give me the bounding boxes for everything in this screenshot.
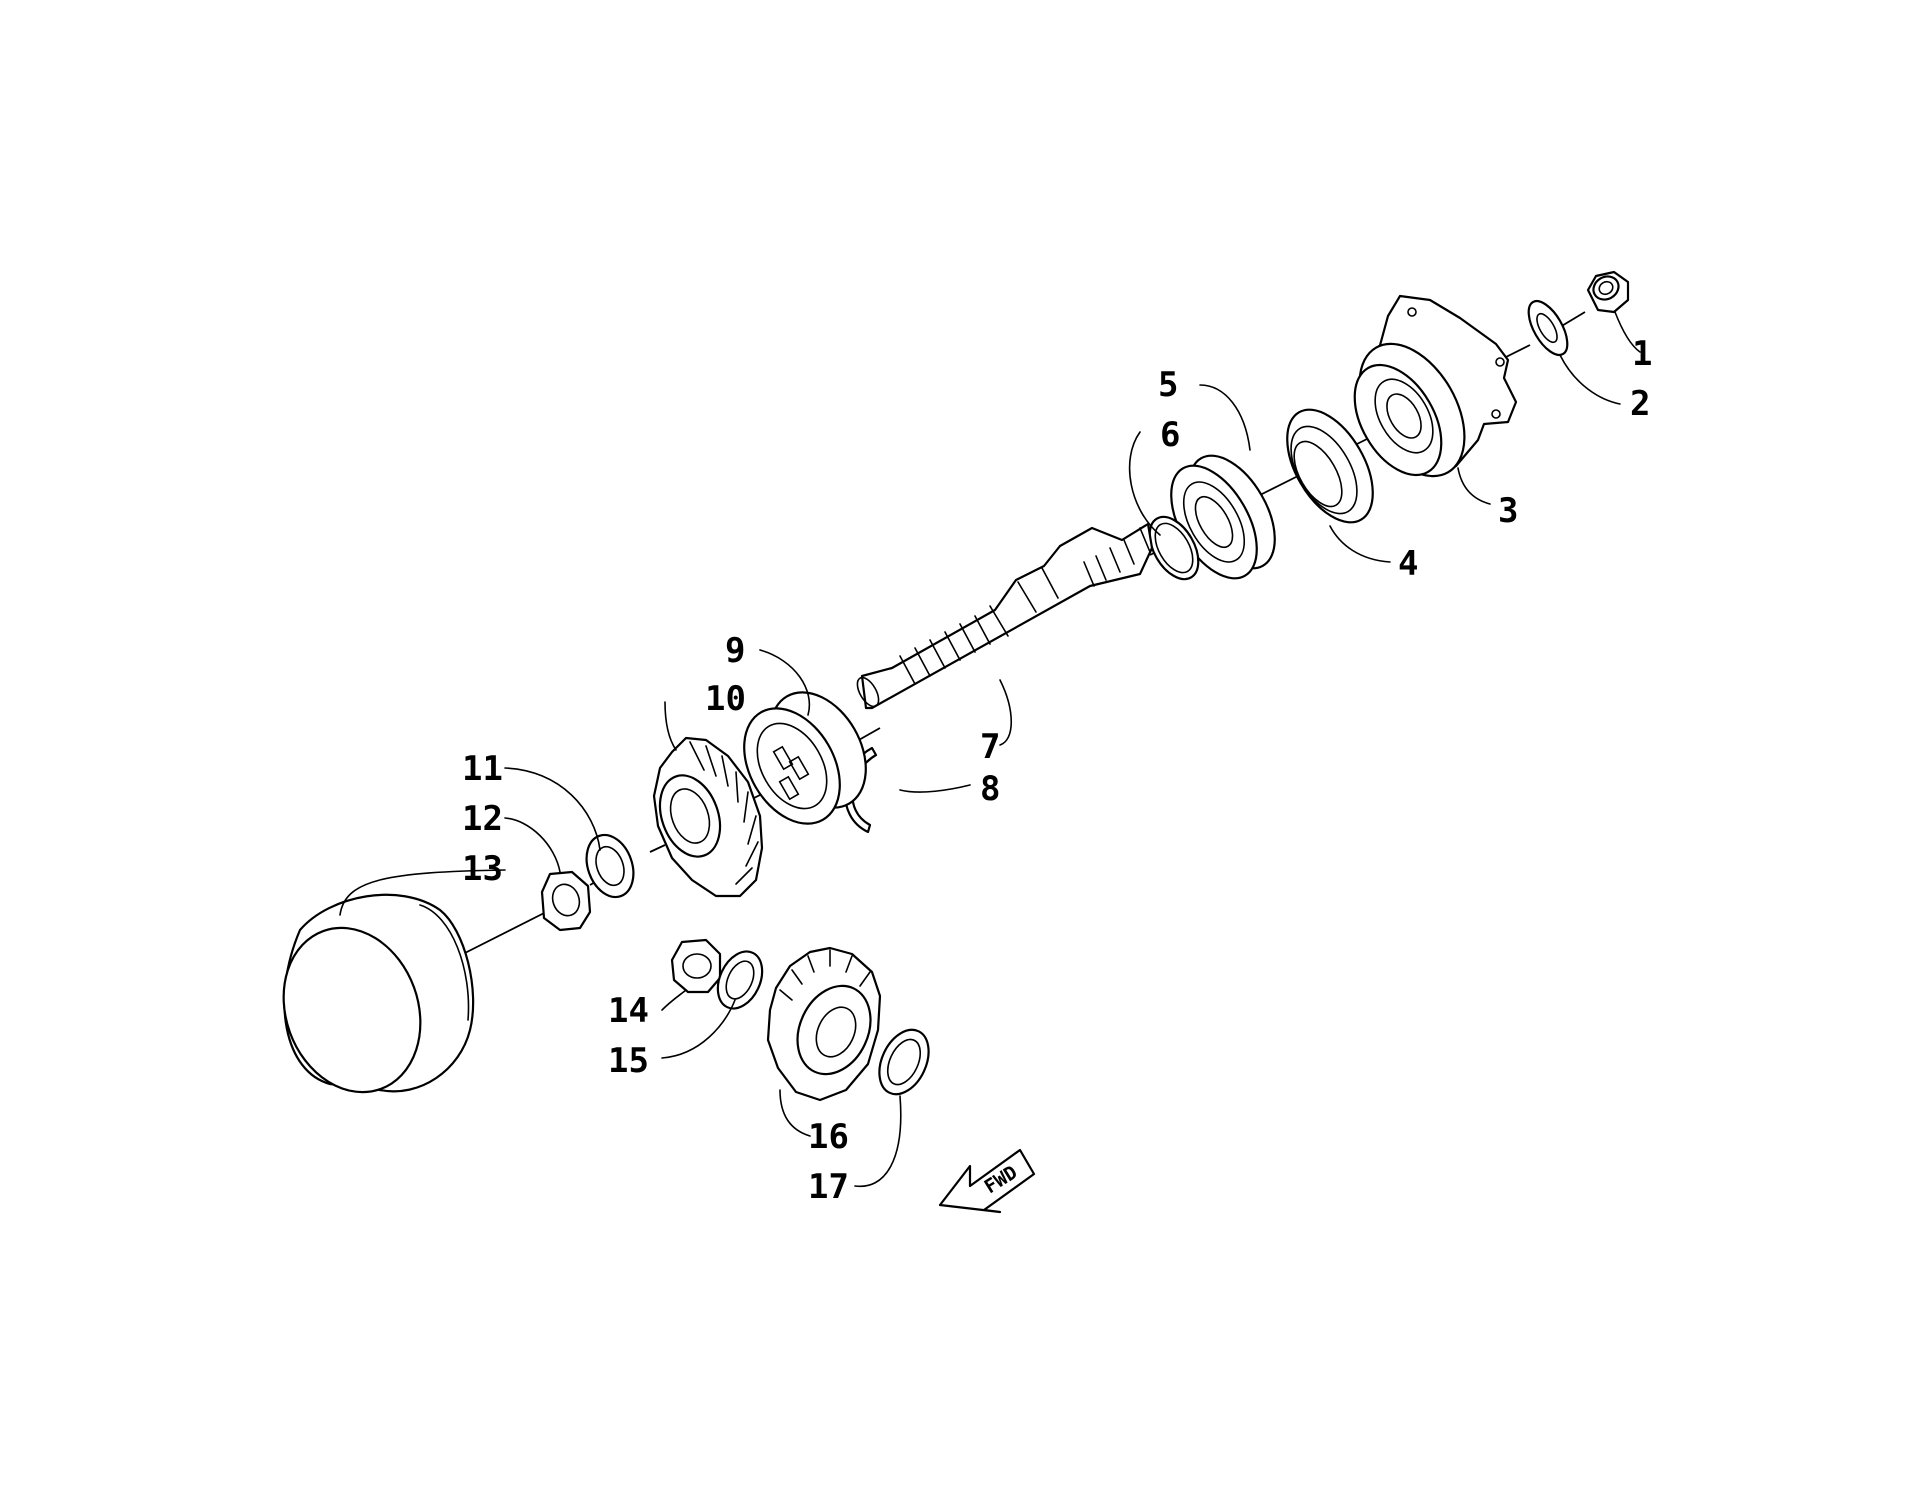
callout-6: 6 xyxy=(1160,415,1180,455)
fwd-direction-arrow: FWD xyxy=(938,1148,1036,1214)
callout-1: 1 xyxy=(1632,334,1652,374)
part-11-washer xyxy=(585,833,635,899)
callout-16: 16 xyxy=(808,1117,849,1157)
callout-3: 3 xyxy=(1498,491,1518,531)
part-9-roller-bearing xyxy=(743,691,867,825)
part-15-washer xyxy=(716,950,764,1010)
callout-11: 11 xyxy=(462,749,503,789)
part-16-small-bevel-gear xyxy=(766,946,882,1102)
part-14-hex-nut xyxy=(670,938,722,994)
part-1-lock-nut xyxy=(1586,270,1630,314)
callout-9: 9 xyxy=(725,631,745,671)
callout-10: 10 xyxy=(705,679,746,719)
part-7-pinion-shaft xyxy=(856,522,1154,710)
callout-2: 2 xyxy=(1630,384,1650,424)
arrow-left-down-icon xyxy=(938,1148,1036,1214)
leader-lines xyxy=(339,311,1641,1188)
part-17-shim-washer xyxy=(878,1028,930,1096)
callout-14: 14 xyxy=(608,991,649,1031)
part-6-retaining-ring xyxy=(1148,515,1200,581)
callout-12: 12 xyxy=(462,799,503,839)
callout-13: 13 xyxy=(462,849,503,889)
callout-17: 17 xyxy=(808,1167,849,1207)
part-12-hex-nut xyxy=(540,870,592,932)
part-10-bevel-gear xyxy=(652,736,764,898)
part-3-output-flange xyxy=(1353,294,1518,478)
callout-5: 5 xyxy=(1158,365,1178,405)
callout-15: 15 xyxy=(608,1041,649,1081)
callout-labels: 1 2 3 4 5 6 7 8 9 10 11 12 13 14 15 16 1… xyxy=(462,334,1652,1207)
callout-4: 4 xyxy=(1398,544,1418,584)
callout-8: 8 xyxy=(980,769,1000,809)
part-4-oil-seal xyxy=(1286,408,1374,524)
part-13-cover-cap xyxy=(282,893,475,1094)
part-2-washer xyxy=(1527,299,1569,357)
callout-7: 7 xyxy=(980,727,1000,767)
